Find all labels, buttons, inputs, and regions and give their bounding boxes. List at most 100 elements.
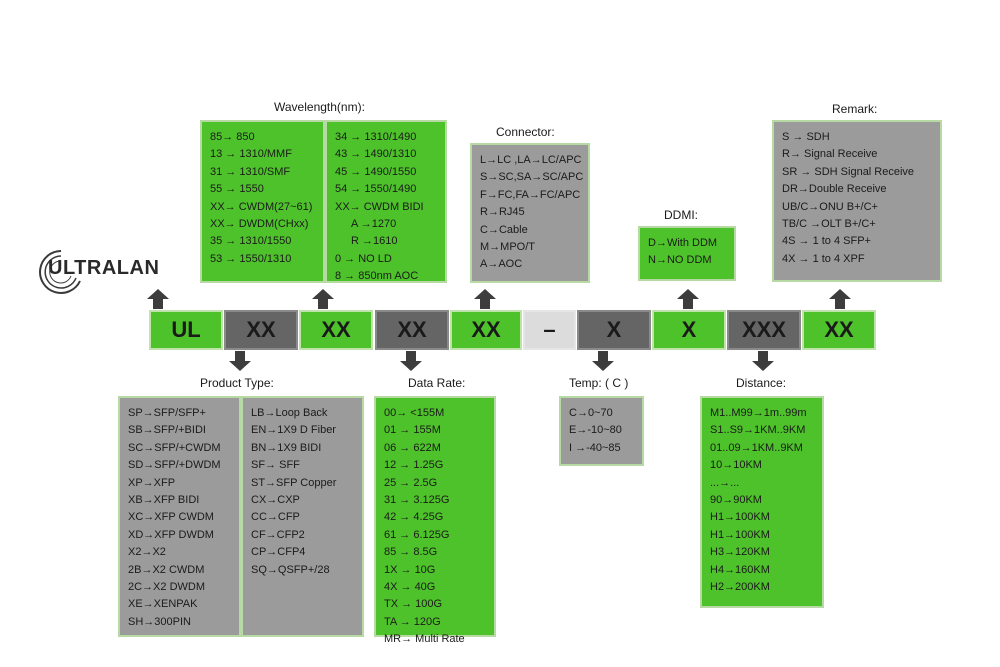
distance-item: 10→10KM: [710, 459, 762, 472]
product-type-item: CF→CFP2: [251, 528, 305, 541]
wavelength-item: 0 → NO LD: [335, 252, 392, 265]
wavelength-item: 43 → 1490/1310: [335, 148, 417, 161]
arrow-up-icon: [312, 289, 334, 309]
logo-text: ULTRALAN: [48, 257, 160, 279]
data-rate-item: 1X → 10G: [384, 563, 436, 576]
arrow-down-icon: [752, 351, 774, 371]
product-type-item: SP→SFP/SFP+: [128, 407, 206, 419]
product-type-item: CX→CXP: [251, 494, 300, 507]
wavelength-item: XX→ DWDM(CHxx): [210, 218, 309, 231]
connector-item: F→FC,FA→FC/APC: [480, 188, 581, 201]
connector-list: L→LC ,LA→LC/APC S→SC,SA→SC/APC F→FC,FA→F…: [470, 143, 590, 283]
product-type-item: SB→SFP/+BIDI: [128, 424, 206, 437]
wavelength-list-right: 34 → 1310/1490 43 → 1490/1310 45 → 1490/…: [325, 120, 447, 283]
product-type-item: SD→SFP/+DWDM: [128, 459, 221, 472]
data-rate-item: 00→ <155M: [384, 407, 445, 419]
wavelength-item: 54 → 1550/1490: [335, 183, 417, 196]
distance-item: H1→100KM: [710, 528, 770, 541]
connector-item: M→MPO/T: [480, 241, 535, 254]
product-type-title: Product Type:: [200, 376, 274, 390]
distance-item: H2→200KM: [710, 581, 770, 594]
data-rate-item: 42 → 4.25G: [384, 511, 444, 524]
temp-item: C→0~70: [569, 407, 613, 419]
remark-title: Remark:: [832, 102, 878, 116]
data-rate-item: 25 → 2.5G: [384, 476, 438, 489]
distance-item: H1→100KM: [710, 511, 770, 524]
product-type-item: 2C→X2 DWDM: [128, 581, 206, 594]
wavelength-item: 55 → 1550: [210, 183, 264, 196]
arrow-up-icon: [829, 289, 851, 309]
ultralan-logo: ULTRALAN: [36, 247, 182, 297]
code-remark: XX: [802, 310, 876, 350]
connector-item: A→AOC: [480, 258, 523, 271]
product-type-item: XD→XFP DWDM: [128, 528, 214, 541]
connector-item: S→SC,SA→SC/APC: [480, 171, 584, 184]
product-type-item: LB→Loop Back: [251, 407, 328, 419]
product-type-item: XC→XFP CWDM: [128, 511, 214, 524]
product-type-item: SQ→QSFP+/28: [251, 563, 330, 576]
code-separator: –: [523, 310, 576, 350]
remark-item: 4X → 1 to 4 XPF: [782, 252, 865, 265]
distance-item: 90→90KM: [710, 494, 762, 507]
data-rate-list: 00→ <155M 01 → 155M 06 → 622M 12 → 1.25G…: [374, 396, 496, 645]
code-wavelength: XX: [299, 310, 373, 350]
data-rate-item: 61 → 6.125G: [384, 528, 450, 541]
wavelength-list-left: 85→ 850 13 → 1310/MMF 31 → 1310/SMF 55 →…: [200, 120, 325, 283]
temp-item: I →-40~85: [569, 441, 621, 454]
product-type-item: X2→X2: [128, 546, 166, 559]
wavelength-item: 34 → 1310/1490: [335, 131, 417, 143]
data-rate-item: TA → 120G: [384, 615, 441, 628]
code-brand: UL: [149, 310, 223, 350]
product-type-item: SH→300PIN: [128, 615, 191, 628]
wavelength-item: 35 → 1310/1550: [210, 235, 292, 248]
data-rate-item: 31 → 3.125G: [384, 494, 450, 507]
remark-item: TB/C →OLT B+/C+: [782, 218, 876, 231]
wavelength-title: Wavelength(nm):: [274, 100, 365, 114]
ddmi-item: N→NO DDM: [648, 254, 712, 267]
temp-list: C→0~70 E→-10~80 I →-40~85: [559, 396, 644, 466]
product-type-item: EN→1X9 D Fiber: [251, 424, 336, 437]
wavelength-item: A →1270: [351, 218, 397, 231]
wavelength-item: 53 → 1550/1310: [210, 252, 292, 265]
wavelength-item: 31 → 1310/SMF: [210, 165, 291, 178]
arrow-down-icon: [400, 351, 422, 371]
distance-title: Distance:: [736, 376, 787, 390]
product-type-item: CP→CFP4: [251, 546, 306, 559]
remark-item: UB/C→ONU B+/C+: [782, 200, 878, 213]
temp-title: Temp: ( C ): [569, 376, 629, 390]
distance-item: ...→...: [710, 476, 740, 489]
data-rate-item: 4X → 40G: [384, 581, 436, 594]
arrow-up-icon: [474, 289, 496, 309]
wavelength-item: R →1610: [351, 235, 398, 248]
code-product-type: XX: [224, 310, 298, 350]
temp-item: E→-10~80: [569, 424, 622, 437]
distance-item: M1..M99→1m..99m: [710, 407, 807, 419]
wavelength-item: XX→ CWDM BIDI: [335, 200, 424, 213]
remark-item: DR→Double Receive: [782, 183, 887, 196]
product-type-list-right: LB→Loop Back EN→1X9 D Fiber BN→1X9 BIDI …: [241, 396, 364, 637]
product-type-item: SF→ SFF: [251, 459, 300, 472]
arrow-up-icon: [147, 289, 169, 309]
data-rate-item: TX → 100G: [384, 598, 443, 611]
product-type-item: BN→1X9 BIDI: [251, 441, 322, 454]
connector-title: Connector:: [496, 125, 555, 139]
wavelength-item: 45 → 1490/1550: [335, 165, 417, 178]
remark-item: 4S → 1 to 4 SFP+: [782, 235, 871, 248]
code-distance: XXX: [727, 310, 801, 350]
product-type-item: CC→CFP: [251, 511, 300, 524]
ddmi-list: D→With DDM N→NO DDM: [638, 226, 736, 281]
remark-item: SR → SDH Signal Receive: [782, 165, 915, 178]
connector-item: L→LC ,LA→LC/APC: [480, 154, 582, 166]
connector-item: R→RJ45: [480, 206, 525, 219]
wavelength-item: XX→ CWDM(27~61): [210, 200, 313, 213]
data-rate-item: 12 → 1.25G: [384, 459, 444, 472]
ddmi-title: DDMI:: [664, 208, 698, 222]
distance-item: H3→120KM: [710, 546, 770, 559]
ddmi-item: D→With DDM: [648, 237, 718, 249]
remark-list: S → SDH R→ Signal Receive SR → SDH Signa…: [772, 120, 942, 282]
data-rate-title: Data Rate:: [408, 376, 466, 390]
data-rate-item: 06 → 622M: [384, 441, 441, 454]
wavelength-item: 8 → 850nm AOC: [335, 270, 419, 283]
product-type-item: ST→SFP Copper: [251, 476, 337, 489]
product-type-list-left: SP→SFP/SFP+ SB→SFP/+BIDI SC→SFP/+CWDM SD…: [118, 396, 241, 637]
